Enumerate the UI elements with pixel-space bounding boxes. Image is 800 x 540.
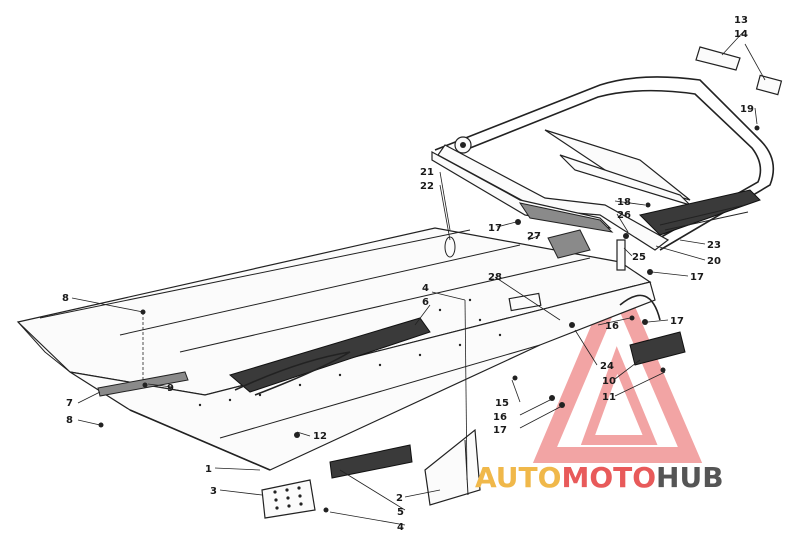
callout-8: 8 [62, 293, 69, 304]
callout-13: 13 [734, 15, 748, 26]
callout-28: 28 [488, 272, 502, 283]
callout-25: 25 [632, 252, 646, 263]
tunnel-protector [329, 444, 413, 479]
callout-26: 26 [617, 210, 631, 221]
callout-17: 17 [690, 272, 704, 283]
callout-10: 10 [602, 376, 616, 387]
mount-block [547, 229, 626, 271]
callout-4: 4 [422, 283, 429, 294]
step-bracket [424, 428, 481, 506]
skid-pad [261, 479, 316, 519]
callout-17: 17 [488, 223, 502, 234]
callout-14: 14 [734, 29, 748, 40]
callout-19: 19 [740, 104, 754, 115]
callout-11: 11 [602, 392, 616, 403]
callout-21: 21 [420, 167, 434, 178]
watermark-part-auto: AUTO [475, 461, 561, 494]
watermark-logo [532, 264, 703, 463]
callout-20: 20 [707, 256, 721, 267]
hitch-plate [619, 294, 686, 366]
leader-lines [71, 29, 766, 526]
callout-4: 4 [397, 522, 404, 533]
callout-24: 24 [600, 361, 614, 372]
callout-17: 17 [493, 425, 507, 436]
watermark-part-hub: HUB [656, 461, 724, 494]
callout-22: 22 [420, 181, 434, 192]
callout-labels: 1 2 3 4 4 5 6 7 8 8 9 10 11 12 13 14 15 … [62, 15, 754, 533]
callout-16: 16 [605, 321, 619, 332]
fasteners [98, 125, 760, 513]
callout-1: 1 [205, 464, 212, 475]
svg-text:AUTOMOTOHUB: AUTOMOTOHUB [475, 461, 724, 494]
callout-15: 15 [495, 398, 509, 409]
callout-23: 23 [707, 240, 721, 251]
callout-3: 3 [210, 486, 217, 497]
watermark-part-moto: MOTO [561, 461, 656, 494]
callout-8: 8 [66, 415, 73, 426]
callout-12: 12 [313, 431, 327, 442]
callout-9: 9 [167, 383, 174, 394]
tunnel-assembly [16, 227, 656, 471]
bumper-casting [431, 150, 614, 233]
rear-bumper [434, 76, 775, 251]
watermark-text: AUTOMOTOHUB [475, 461, 724, 494]
callout-17: 17 [670, 316, 684, 327]
callout-7: 7 [66, 398, 73, 409]
callout-16: 16 [493, 412, 507, 423]
callout-6: 6 [422, 297, 429, 308]
callout-27: 27 [527, 231, 541, 242]
callout-2: 2 [396, 493, 403, 504]
callout-18: 18 [617, 197, 631, 208]
reflectors [695, 46, 783, 96]
callout-5: 5 [397, 507, 404, 518]
